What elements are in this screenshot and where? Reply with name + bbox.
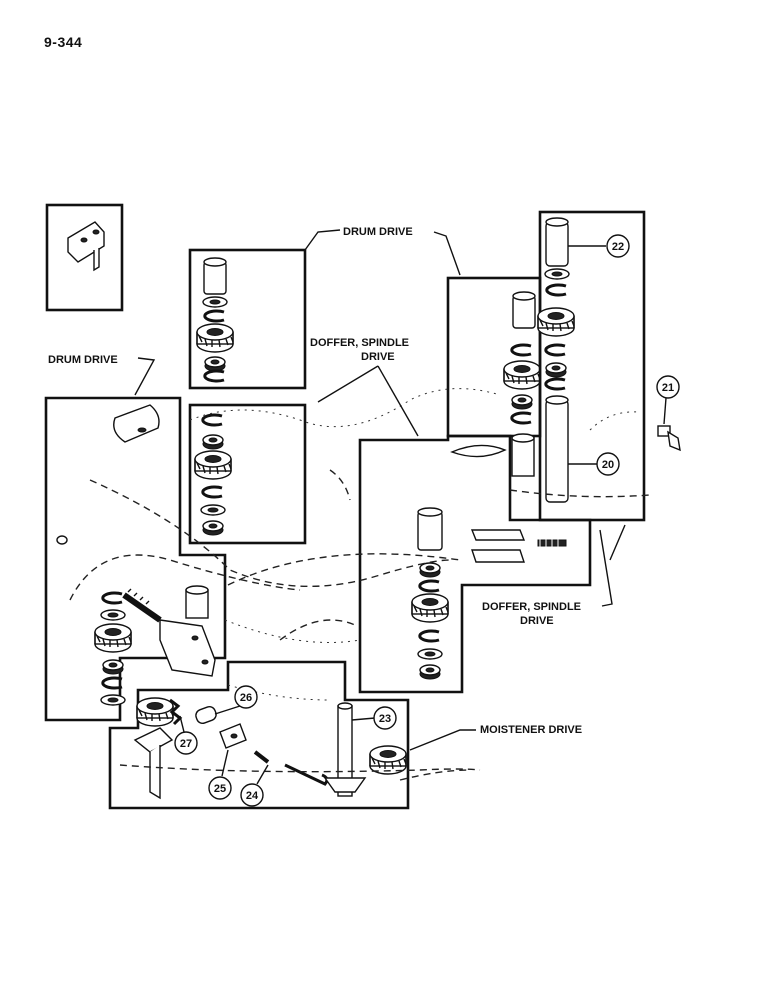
callout-24: 24 <box>240 783 264 807</box>
label-moistener-drive: MOISTENER DRIVE <box>480 724 582 736</box>
drive-belt-lines <box>69 388 651 781</box>
svg-text:20: 20 <box>602 459 614 471</box>
drum-drive-upper-panel <box>188 248 307 390</box>
label-drum-drive-left: DRUM DRIVE <box>48 354 118 366</box>
doffer-spindle-right-panel <box>537 210 646 522</box>
callout-26: 26 <box>234 685 258 709</box>
svg-text:25: 25 <box>214 783 226 795</box>
svg-text:21: 21 <box>662 382 674 394</box>
doffer-spindle-left-panel <box>188 403 307 545</box>
doffer-spindle-center-panel <box>358 433 592 694</box>
page-number: 9-344 <box>44 34 83 50</box>
label-doffer-spindle-right-2: DRIVE <box>520 615 554 627</box>
drum-drive-right-panel <box>446 276 542 438</box>
svg-text:26: 26 <box>240 692 252 704</box>
label-doffer-spindle-right-1: DOFFER, SPINDLE <box>482 601 581 613</box>
svg-text:24: 24 <box>246 790 259 802</box>
callout-23: 23 <box>373 706 397 730</box>
svg-text:23: 23 <box>379 713 391 725</box>
callout-25: 25 <box>208 776 232 800</box>
callout-22: 22 <box>606 234 630 258</box>
callout-27: 27 <box>174 731 198 755</box>
moistener-drive-panel <box>108 660 410 810</box>
callout-21: 21 <box>656 375 680 399</box>
label-drum-drive-top: DRUM DRIVE <box>343 226 413 238</box>
svg-text:27: 27 <box>180 738 192 750</box>
callout-20: 20 <box>596 452 620 476</box>
label-doffer-spindle-center-2: DRIVE <box>361 351 395 363</box>
drum-drive-left-panel <box>44 396 227 722</box>
label-doffer-spindle-center-1: DOFFER, SPINDLE <box>310 337 409 349</box>
svg-text:22: 22 <box>612 241 624 253</box>
bracket-inset-panel <box>45 203 124 312</box>
leader-lines <box>134 229 667 785</box>
part-21-clip <box>657 425 681 452</box>
